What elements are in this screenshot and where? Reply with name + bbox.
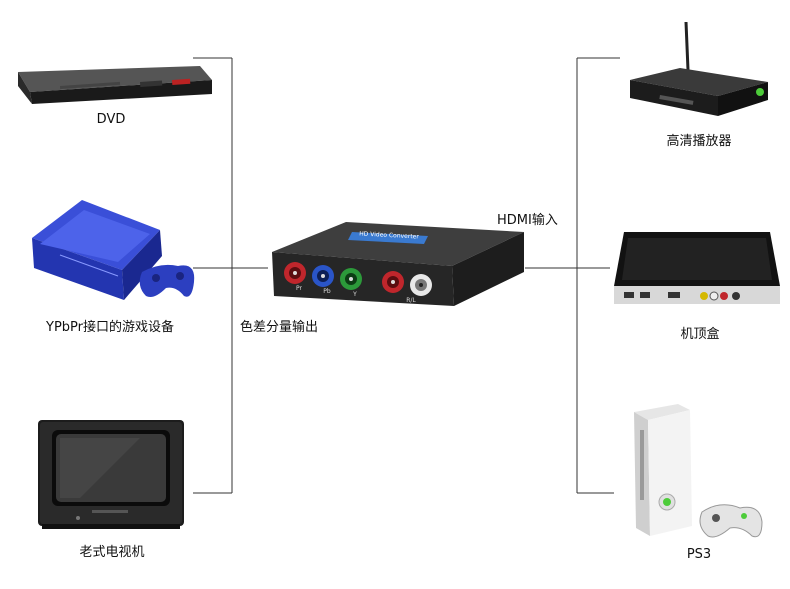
port-label-y: Y: [353, 291, 357, 298]
label-set-top-box: 机顶盒: [680, 327, 720, 342]
port-pr: [284, 262, 306, 284]
crt-tv-icon: [38, 420, 184, 529]
port-audio-r: [382, 271, 404, 293]
gamepad-icon: [139, 264, 195, 297]
port-pb: [312, 265, 334, 287]
label-hd-player: 高清播放器: [666, 134, 732, 149]
label-game-device: YPbPr接口的游戏设备: [46, 320, 174, 335]
dvd-player-icon: [18, 66, 212, 104]
port-label-pb: Pb: [323, 288, 331, 295]
label-component-output: 色差分量输出: [240, 320, 319, 335]
label-ps3: PS3: [686, 547, 712, 562]
port-label-rl: R/L: [406, 297, 416, 304]
ps3-console-icon: [634, 404, 692, 536]
port-label-pr: Pr: [296, 285, 302, 292]
label-hdmi-input: HDMI输入: [497, 213, 558, 228]
right-bracket-lines: [525, 57, 620, 494]
port-audio-l: [410, 274, 432, 296]
left-bracket-lines: [193, 57, 268, 494]
set-top-box-icon: [614, 232, 780, 304]
hd-player-icon: [630, 21, 768, 116]
converter-box: [272, 222, 524, 306]
label-dvd: DVD: [96, 112, 126, 127]
controller-icon: [699, 504, 763, 538]
label-old-tv: 老式电视机: [79, 545, 145, 560]
game-console-icon: [32, 200, 162, 300]
port-y: [340, 268, 362, 290]
